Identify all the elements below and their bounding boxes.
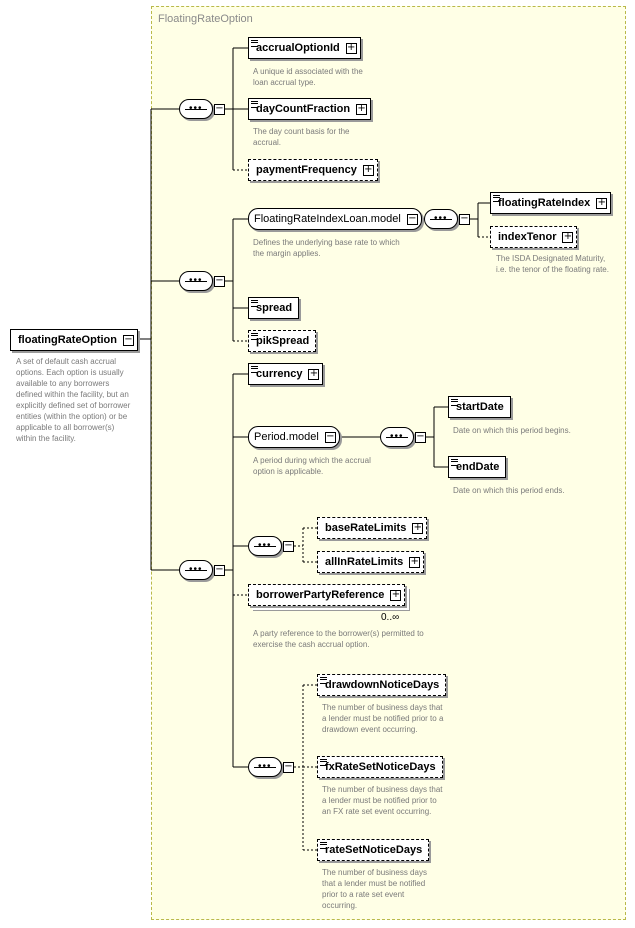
element-currency[interactable]: currency + [248, 363, 324, 385]
plus-box-icon[interactable]: + [390, 589, 402, 601]
element-label: accrualOptionId [256, 42, 340, 54]
element-all-in-rate-limits[interactable]: allInRateLimits + [317, 551, 425, 573]
sequence-compositor-1[interactable]: •••− [179, 99, 225, 119]
element-label: floatingRateIndex [498, 197, 591, 209]
annotation-rate-set-notice-days: The number of business days that a lende… [322, 868, 427, 910]
element-borrower-party-reference[interactable]: borrowerPartyReference + [248, 584, 406, 606]
annotation-start-date: Date on which this period begins. [453, 426, 571, 435]
sequence-compositor-2[interactable]: •••− [179, 271, 225, 291]
element-payment-frequency[interactable]: paymentFrequency + [248, 159, 378, 181]
minus-box-icon[interactable]: − [283, 761, 294, 773]
choice-compositor-notice-days[interactable]: •••− [248, 757, 294, 777]
element-label: spread [256, 302, 293, 314]
element-fx-rate-set-notice-days[interactable]: fxRateSetNoticeDays [317, 756, 443, 778]
element-label: FloatingRateIndexLoan.model [254, 213, 401, 225]
element-label: borrowerPartyReference [256, 589, 385, 601]
element-label: dayCountFraction [256, 103, 351, 115]
element-floating-rate-index[interactable]: floatingRateIndex + [490, 192, 612, 214]
minus-box-icon[interactable]: − [123, 334, 134, 346]
cardinality-label: 0..∞ [381, 612, 400, 623]
plus-box-icon[interactable]: + [562, 231, 574, 243]
element-label: allInRateLimits [325, 556, 404, 568]
plus-box-icon[interactable]: + [412, 522, 424, 534]
annotation-end-date: Date on which this period ends. [453, 486, 565, 495]
minus-box-icon[interactable]: − [324, 431, 336, 443]
element-start-date[interactable]: startDate [448, 396, 511, 418]
sequence-compositor-period[interactable]: •••− [380, 427, 426, 447]
minus-box-icon[interactable]: − [214, 103, 225, 115]
model-floating-rate-index-loan[interactable]: FloatingRateIndexLoan.model − [248, 208, 422, 230]
root-element-floating-rate-option[interactable]: floatingRateOption − [10, 329, 138, 351]
plus-box-icon[interactable]: + [356, 103, 368, 115]
element-spread[interactable]: spread [248, 297, 300, 319]
element-label: startDate [456, 401, 504, 413]
element-label: baseRateLimits [325, 522, 407, 534]
element-day-count-fraction[interactable]: dayCountFraction + [248, 98, 372, 120]
plus-box-icon[interactable]: + [362, 164, 374, 176]
choice-compositor-limits[interactable]: •••− [248, 536, 294, 556]
element-label: pikSpread [256, 335, 310, 347]
root-annotation: A set of default cash accrual options. E… [16, 357, 131, 443]
element-accrual-option-id[interactable]: accrualOptionId + [248, 37, 361, 59]
element-end-date[interactable]: endDate [448, 456, 507, 478]
element-pik-spread[interactable]: pikSpread [248, 330, 317, 352]
annotation-floating-rate-index-loan: Defines the underlying base rate to whic… [253, 238, 400, 258]
minus-box-icon[interactable]: − [283, 540, 294, 552]
minus-box-icon[interactable]: − [214, 275, 225, 287]
plus-box-icon[interactable]: + [596, 197, 608, 209]
sequence-compositor-index[interactable]: •••− [424, 209, 470, 229]
annotation-index-tenor: The ISDA Designated Maturity, i.e. the t… [496, 254, 609, 274]
annotation-fx-rate-set-notice-days: The number of business days that a lende… [322, 785, 443, 816]
group-title: FloatingRateOption [158, 13, 253, 25]
element-label: floatingRateOption [18, 334, 117, 346]
annotation-period: A period during which the accrual option… [253, 456, 371, 476]
plus-box-icon[interactable]: + [308, 368, 320, 380]
element-base-rate-limits[interactable]: baseRateLimits + [317, 517, 428, 539]
element-label: rateSetNoticeDays [325, 844, 423, 856]
element-label: indexTenor [498, 231, 557, 243]
annotation-drawdown-notice-days: The number of business days that a lende… [322, 703, 444, 734]
plus-box-icon[interactable]: + [345, 42, 357, 54]
annotation-accrual-option-id: A unique id associated with the loan acc… [253, 67, 363, 87]
minus-box-icon[interactable]: − [459, 213, 470, 225]
minus-box-icon[interactable]: − [214, 564, 225, 576]
minus-box-icon[interactable]: − [406, 213, 418, 225]
element-label: currency [256, 368, 303, 380]
element-drawdown-notice-days[interactable]: drawdownNoticeDays [317, 674, 447, 696]
minus-box-icon[interactable]: − [415, 431, 426, 443]
plus-box-icon[interactable]: + [409, 556, 421, 568]
annotation-day-count-fraction: The day count basis for the accrual. [253, 127, 350, 147]
sequence-compositor-3[interactable]: •••− [179, 560, 225, 580]
element-index-tenor[interactable]: indexTenor + [490, 226, 578, 248]
element-label: Period.model [254, 431, 319, 443]
element-label: endDate [456, 461, 500, 473]
element-rate-set-notice-days[interactable]: rateSetNoticeDays [317, 839, 430, 861]
model-period[interactable]: Period.model − [248, 426, 340, 448]
element-label: paymentFrequency [256, 164, 357, 176]
element-label: drawdownNoticeDays [325, 679, 440, 691]
element-label: fxRateSetNoticeDays [325, 761, 436, 773]
annotation-borrower-party-reference: A party reference to the borrower(s) per… [253, 629, 424, 649]
